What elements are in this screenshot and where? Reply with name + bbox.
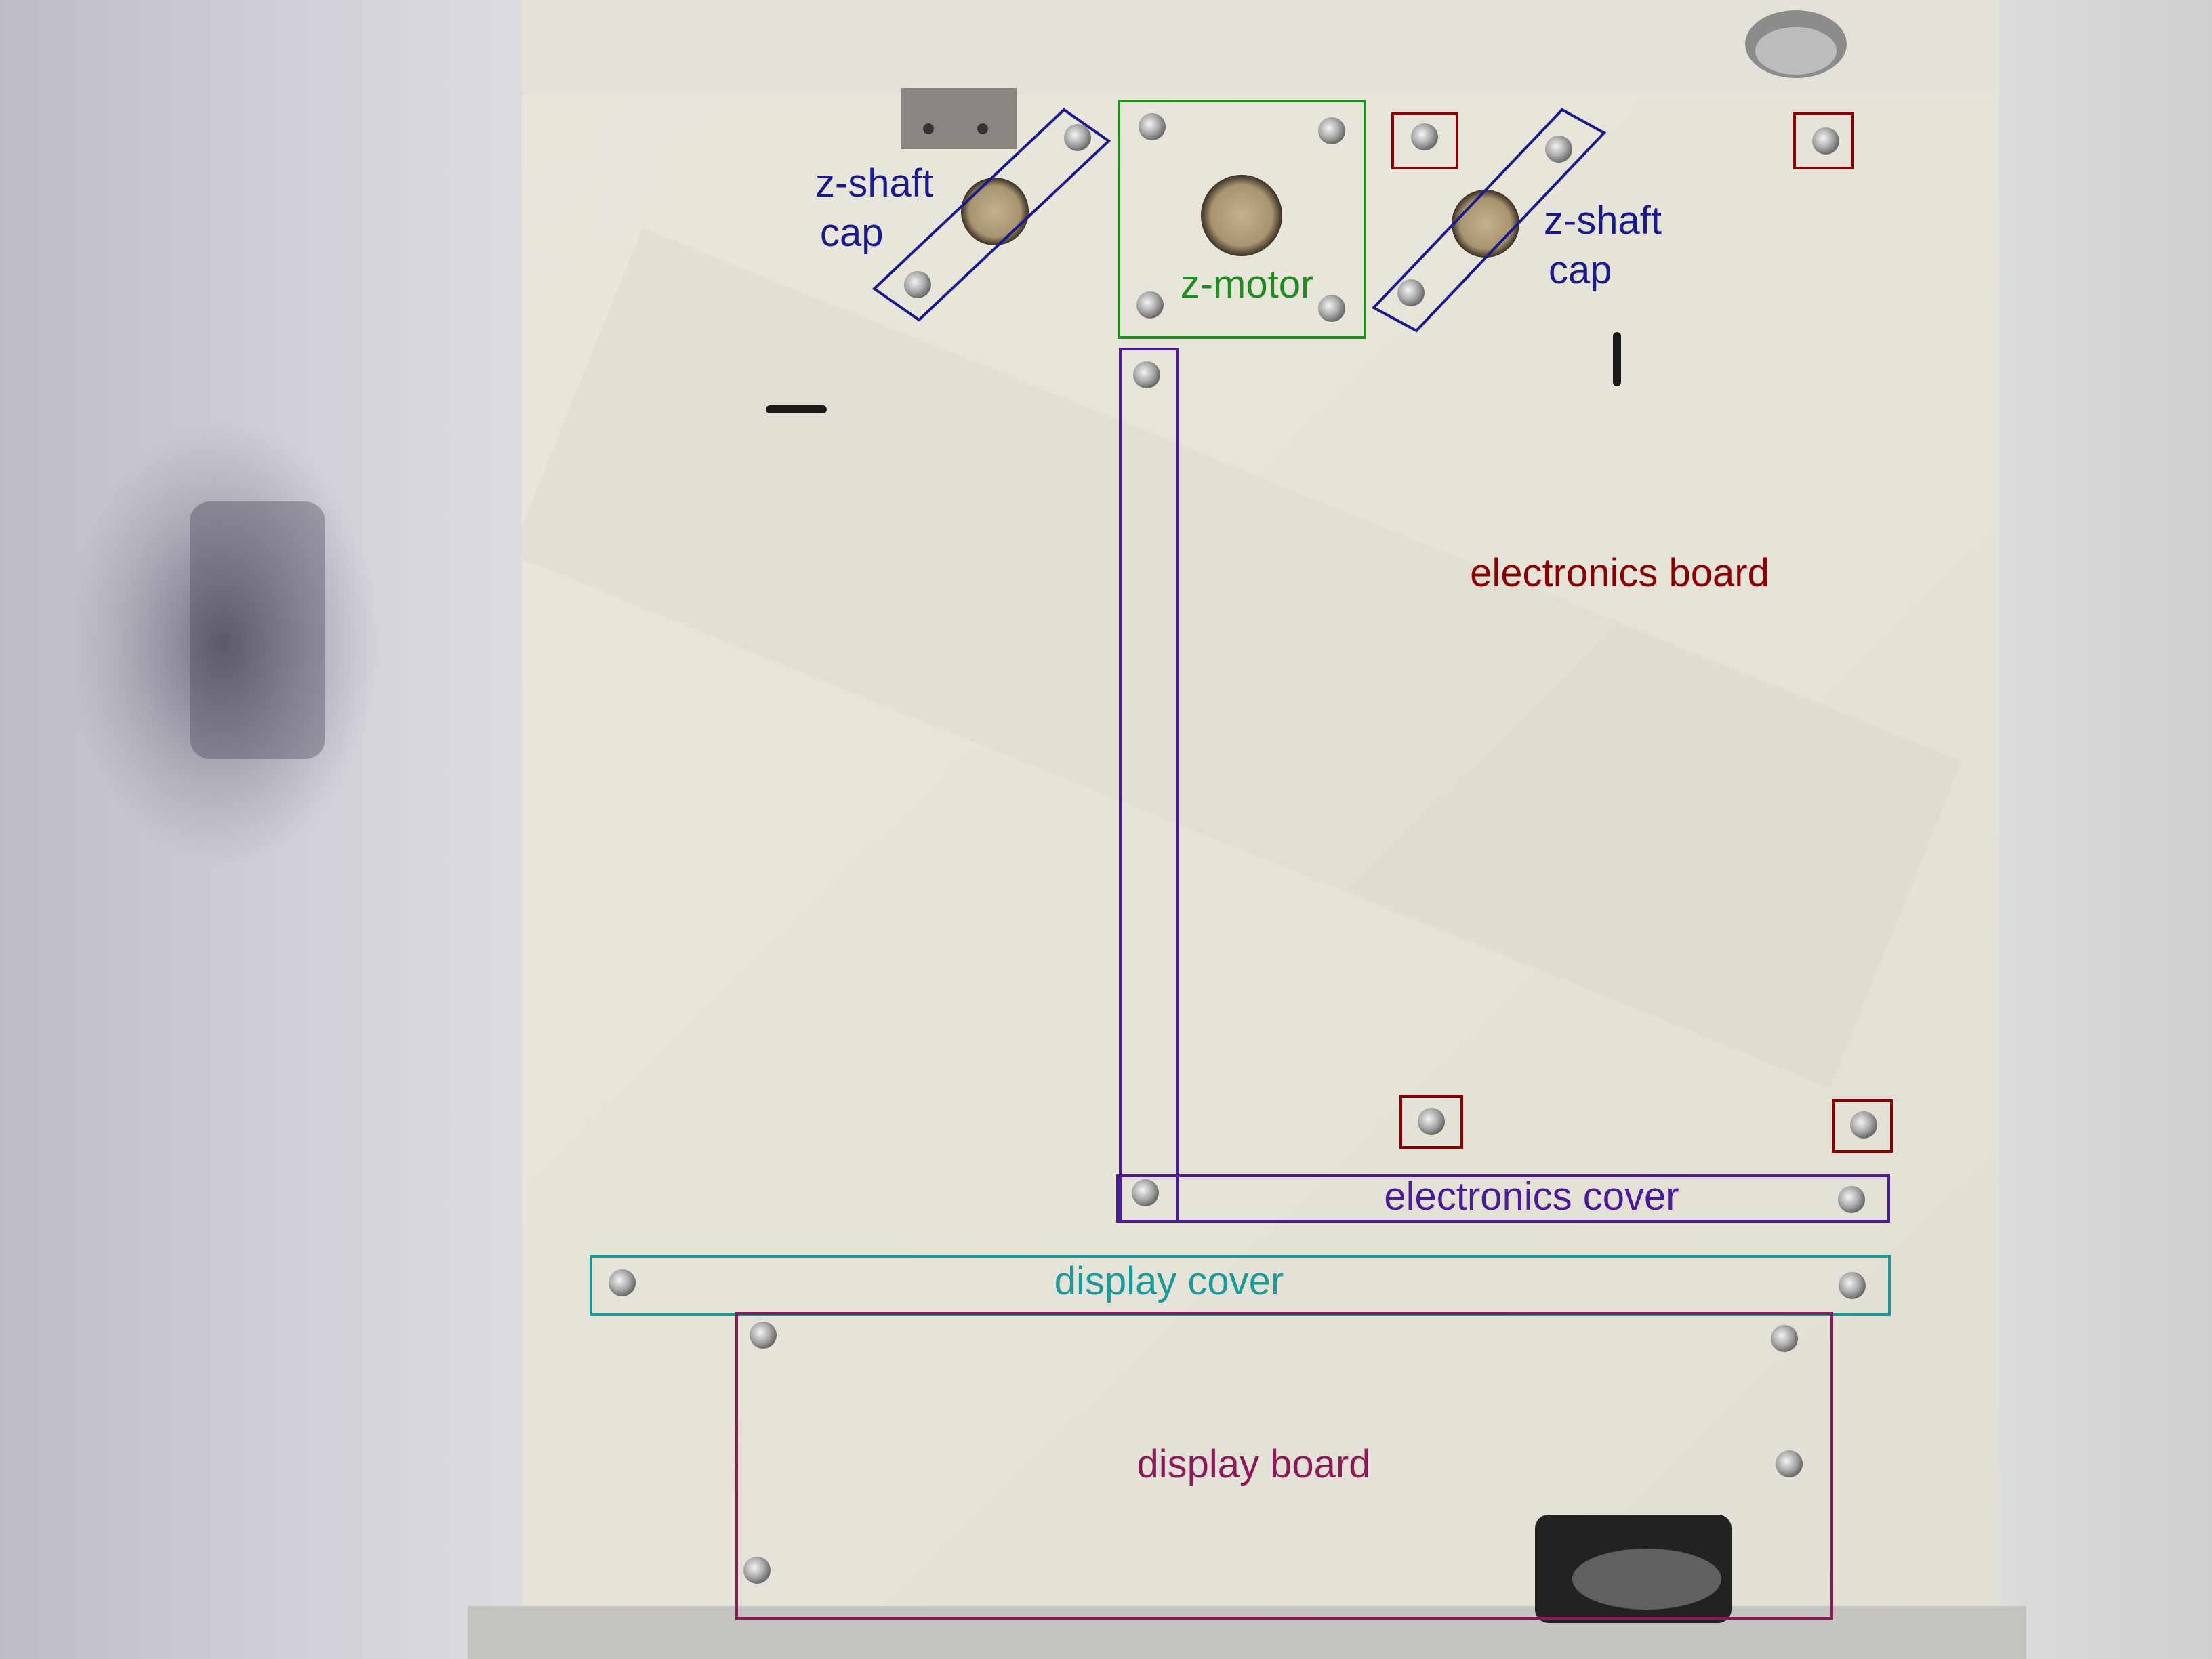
screw — [1850, 1111, 1877, 1139]
label-line: cap — [820, 210, 884, 255]
screw — [904, 271, 931, 298]
label-line: cap — [1549, 247, 1612, 292]
screw — [1411, 123, 1438, 150]
label-line: z-shaft — [815, 161, 934, 205]
screw — [1838, 1186, 1865, 1213]
z-shaft-cap-box-right — [1371, 108, 1607, 333]
opening-reflection — [1572, 1549, 1721, 1610]
z-motor-box — [1118, 100, 1366, 339]
screw — [1132, 1179, 1159, 1206]
metal-bracket — [901, 88, 1017, 149]
screw — [1418, 1108, 1445, 1135]
label-z-motor: z-motor — [1180, 262, 1314, 306]
wall-reflection-inner — [190, 501, 325, 759]
label-z-shaft-cap-right: z-shaft cap — [1528, 197, 1677, 295]
bracket-hole — [923, 123, 934, 134]
z-shaft-hole-right — [1452, 190, 1519, 258]
screw — [1318, 295, 1345, 322]
label-z-shaft-cap-left: z-shaft cap — [800, 159, 949, 258]
z-shaft-cap-box-left — [872, 108, 1111, 322]
screws — [609, 113, 1877, 1584]
screw — [743, 1557, 771, 1584]
right-wall — [1999, 0, 2212, 1659]
floor-panel — [468, 95, 2026, 1606]
electronics-board-box — [1832, 1099, 1893, 1153]
bracket-hole — [977, 123, 988, 134]
z-shaft-hole-left — [961, 178, 1029, 245]
screw — [1839, 1272, 1866, 1299]
screw — [1318, 117, 1345, 144]
floor-shadow-band — [510, 228, 1963, 1088]
screw — [1771, 1325, 1798, 1352]
label-display-board: display board — [1136, 1442, 1371, 1486]
bottom-lip — [468, 1606, 2026, 1659]
screw — [609, 1269, 636, 1296]
electronics-cover-horizontal-box — [1116, 1174, 1890, 1223]
screw — [1545, 136, 1572, 163]
floor-slot — [766, 405, 827, 413]
screw — [1136, 291, 1164, 319]
label-display-cover: display cover — [1054, 1259, 1284, 1303]
screw — [1064, 124, 1091, 151]
label-line: z-shaft — [1543, 199, 1662, 243]
wall-reflection — [68, 420, 380, 867]
electronics-board-box — [1391, 112, 1458, 169]
annotations — [590, 100, 1893, 1620]
round-fitting-inner — [1755, 27, 1837, 75]
screw — [1139, 113, 1166, 140]
label-electronics-board: electronics board — [1470, 551, 1769, 595]
label-electronics-cover: electronics cover — [1384, 1174, 1679, 1218]
display-board-box — [735, 1312, 1833, 1620]
floor-slot — [1613, 332, 1621, 386]
screw — [750, 1322, 777, 1349]
screw — [1776, 1450, 1803, 1477]
z-motor-hole — [1201, 175, 1282, 256]
electronics-board-box — [1793, 112, 1854, 169]
electronics-board-box — [1399, 1095, 1463, 1149]
screw — [1133, 361, 1160, 388]
screw — [1397, 279, 1425, 306]
screw — [1812, 127, 1839, 155]
